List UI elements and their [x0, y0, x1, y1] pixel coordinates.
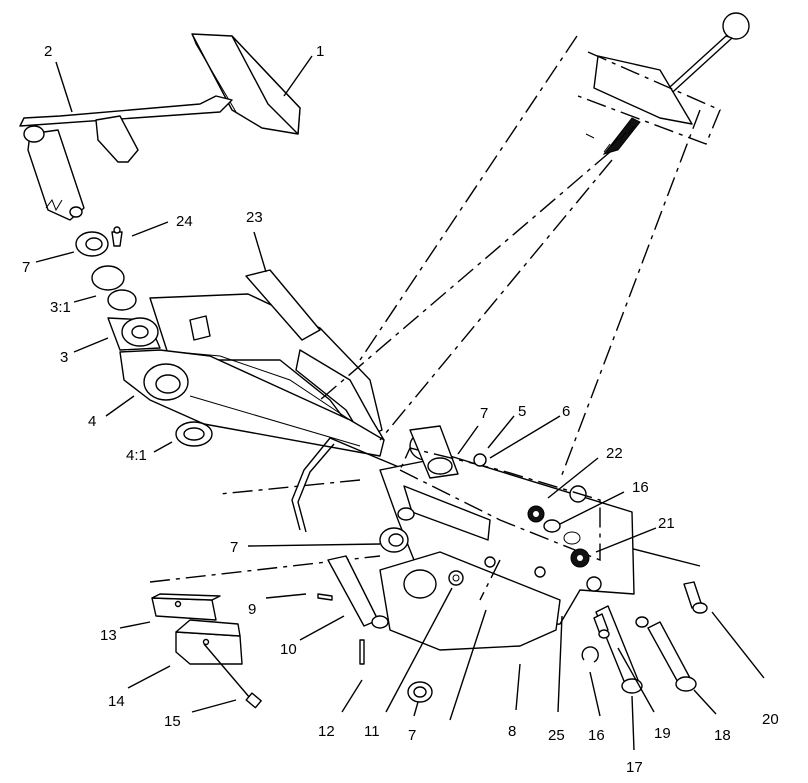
callout-labels: 1 2 24 23 7 3:1 3 4 4:1 7 5 6 22 16 21 7…	[22, 43, 779, 776]
washer-part-6	[473, 453, 487, 467]
grease-fitting-part-24	[111, 226, 123, 247]
callout-5: 5	[518, 403, 526, 420]
callout-17: 17	[626, 759, 643, 776]
callout-21: 21	[658, 515, 675, 532]
nut-part-21	[570, 548, 590, 568]
pedal-pad-part-1	[191, 33, 301, 135]
callout-14: 14	[108, 693, 125, 710]
bushing-part-3-1	[91, 265, 137, 311]
callout-11: 11	[364, 723, 380, 740]
pin-part-10	[327, 555, 389, 629]
callout-15: 15	[164, 713, 181, 730]
shift-lever-handle	[577, 12, 750, 145]
callout-3-1: 3:1	[50, 299, 71, 316]
bushing-part-4-1	[175, 421, 213, 447]
callout-4: 4	[88, 413, 96, 430]
callout-9: 9	[248, 601, 256, 618]
pedal-arm-part-2	[19, 95, 233, 221]
washer-part-16-upper	[543, 519, 581, 545]
callout-18: 18	[714, 727, 731, 744]
washer-part-16-lower	[581, 646, 599, 663]
bolt-part-18	[635, 616, 697, 692]
callout-13: 13	[100, 627, 117, 644]
spring-part	[585, 117, 641, 155]
bushing-part-7-upper	[75, 231, 109, 257]
brake-arm-part-23	[149, 269, 385, 451]
pin-part-12	[359, 639, 365, 665]
bushing-part-7-middle	[379, 527, 409, 553]
nut-part-22	[527, 505, 545, 523]
callout-3: 3	[60, 349, 68, 366]
callout-25: 25	[548, 727, 565, 744]
callout-24: 24	[176, 213, 193, 230]
bushing-part-7-lower	[407, 681, 433, 703]
bolt-part-20	[683, 581, 708, 614]
bolt-part-19	[593, 613, 610, 639]
bolt-part-15	[203, 643, 262, 709]
alignment-lines	[149, 35, 701, 601]
leader-lines	[35, 55, 765, 751]
bracket-part-14	[175, 619, 243, 665]
callout-2: 2	[44, 43, 52, 60]
callout-6: 6	[562, 403, 570, 420]
callout-7-upper: 7	[22, 259, 30, 276]
callout-16-lower: 16	[588, 727, 605, 744]
callout-7-bracket: 7	[480, 405, 488, 422]
callout-23: 23	[246, 209, 263, 226]
callout-8: 8	[508, 723, 516, 740]
assembly-dashed-outline	[399, 447, 601, 562]
callout-16-upper: 16	[632, 479, 649, 496]
callout-7-lower: 7	[408, 727, 416, 744]
mounting-bracket-part-8	[379, 425, 635, 651]
callout-22: 22	[606, 445, 623, 462]
callout-4-1: 4:1	[126, 447, 147, 464]
callout-12: 12	[318, 723, 335, 740]
callout-7-middle: 7	[230, 539, 238, 556]
callout-20: 20	[762, 711, 779, 728]
callout-1: 1	[316, 43, 324, 60]
pin-part-9	[317, 593, 333, 601]
callout-19: 19	[654, 725, 671, 742]
pivot-tube-part-3	[107, 317, 161, 351]
callout-10: 10	[280, 641, 297, 658]
washer-part-11	[448, 570, 464, 586]
spacer-block-part-13	[151, 593, 221, 621]
lever-part-4	[119, 349, 385, 457]
